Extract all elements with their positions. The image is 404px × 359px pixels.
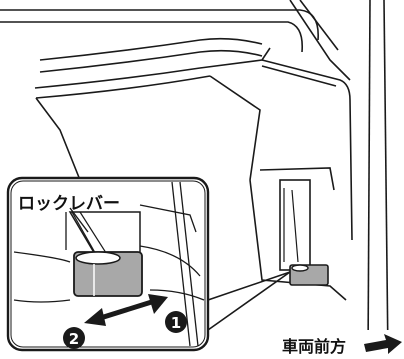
step-two-marker: 2 [63, 327, 85, 349]
step-one-marker: 1 [165, 311, 187, 333]
label-leader-line [69, 207, 89, 233]
lock-lever-label: ロックレバー [18, 194, 120, 214]
lock-lever-main [279, 179, 329, 286]
vehicle-front-indicator: 車両前方 [278, 330, 404, 359]
step-two-number: 2 [69, 330, 79, 348]
vehicle-front-label: 車両前方 [282, 337, 346, 356]
arrow-right-icon [364, 334, 402, 354]
zoom-connector-lines [207, 271, 291, 331]
movement-double-arrow-icon [84, 294, 168, 326]
zoom-callout-box: ロックレバー 1 2 [6, 176, 210, 352]
door-panel-outline [0, 0, 389, 359]
step-one-number: 1 [171, 314, 181, 332]
